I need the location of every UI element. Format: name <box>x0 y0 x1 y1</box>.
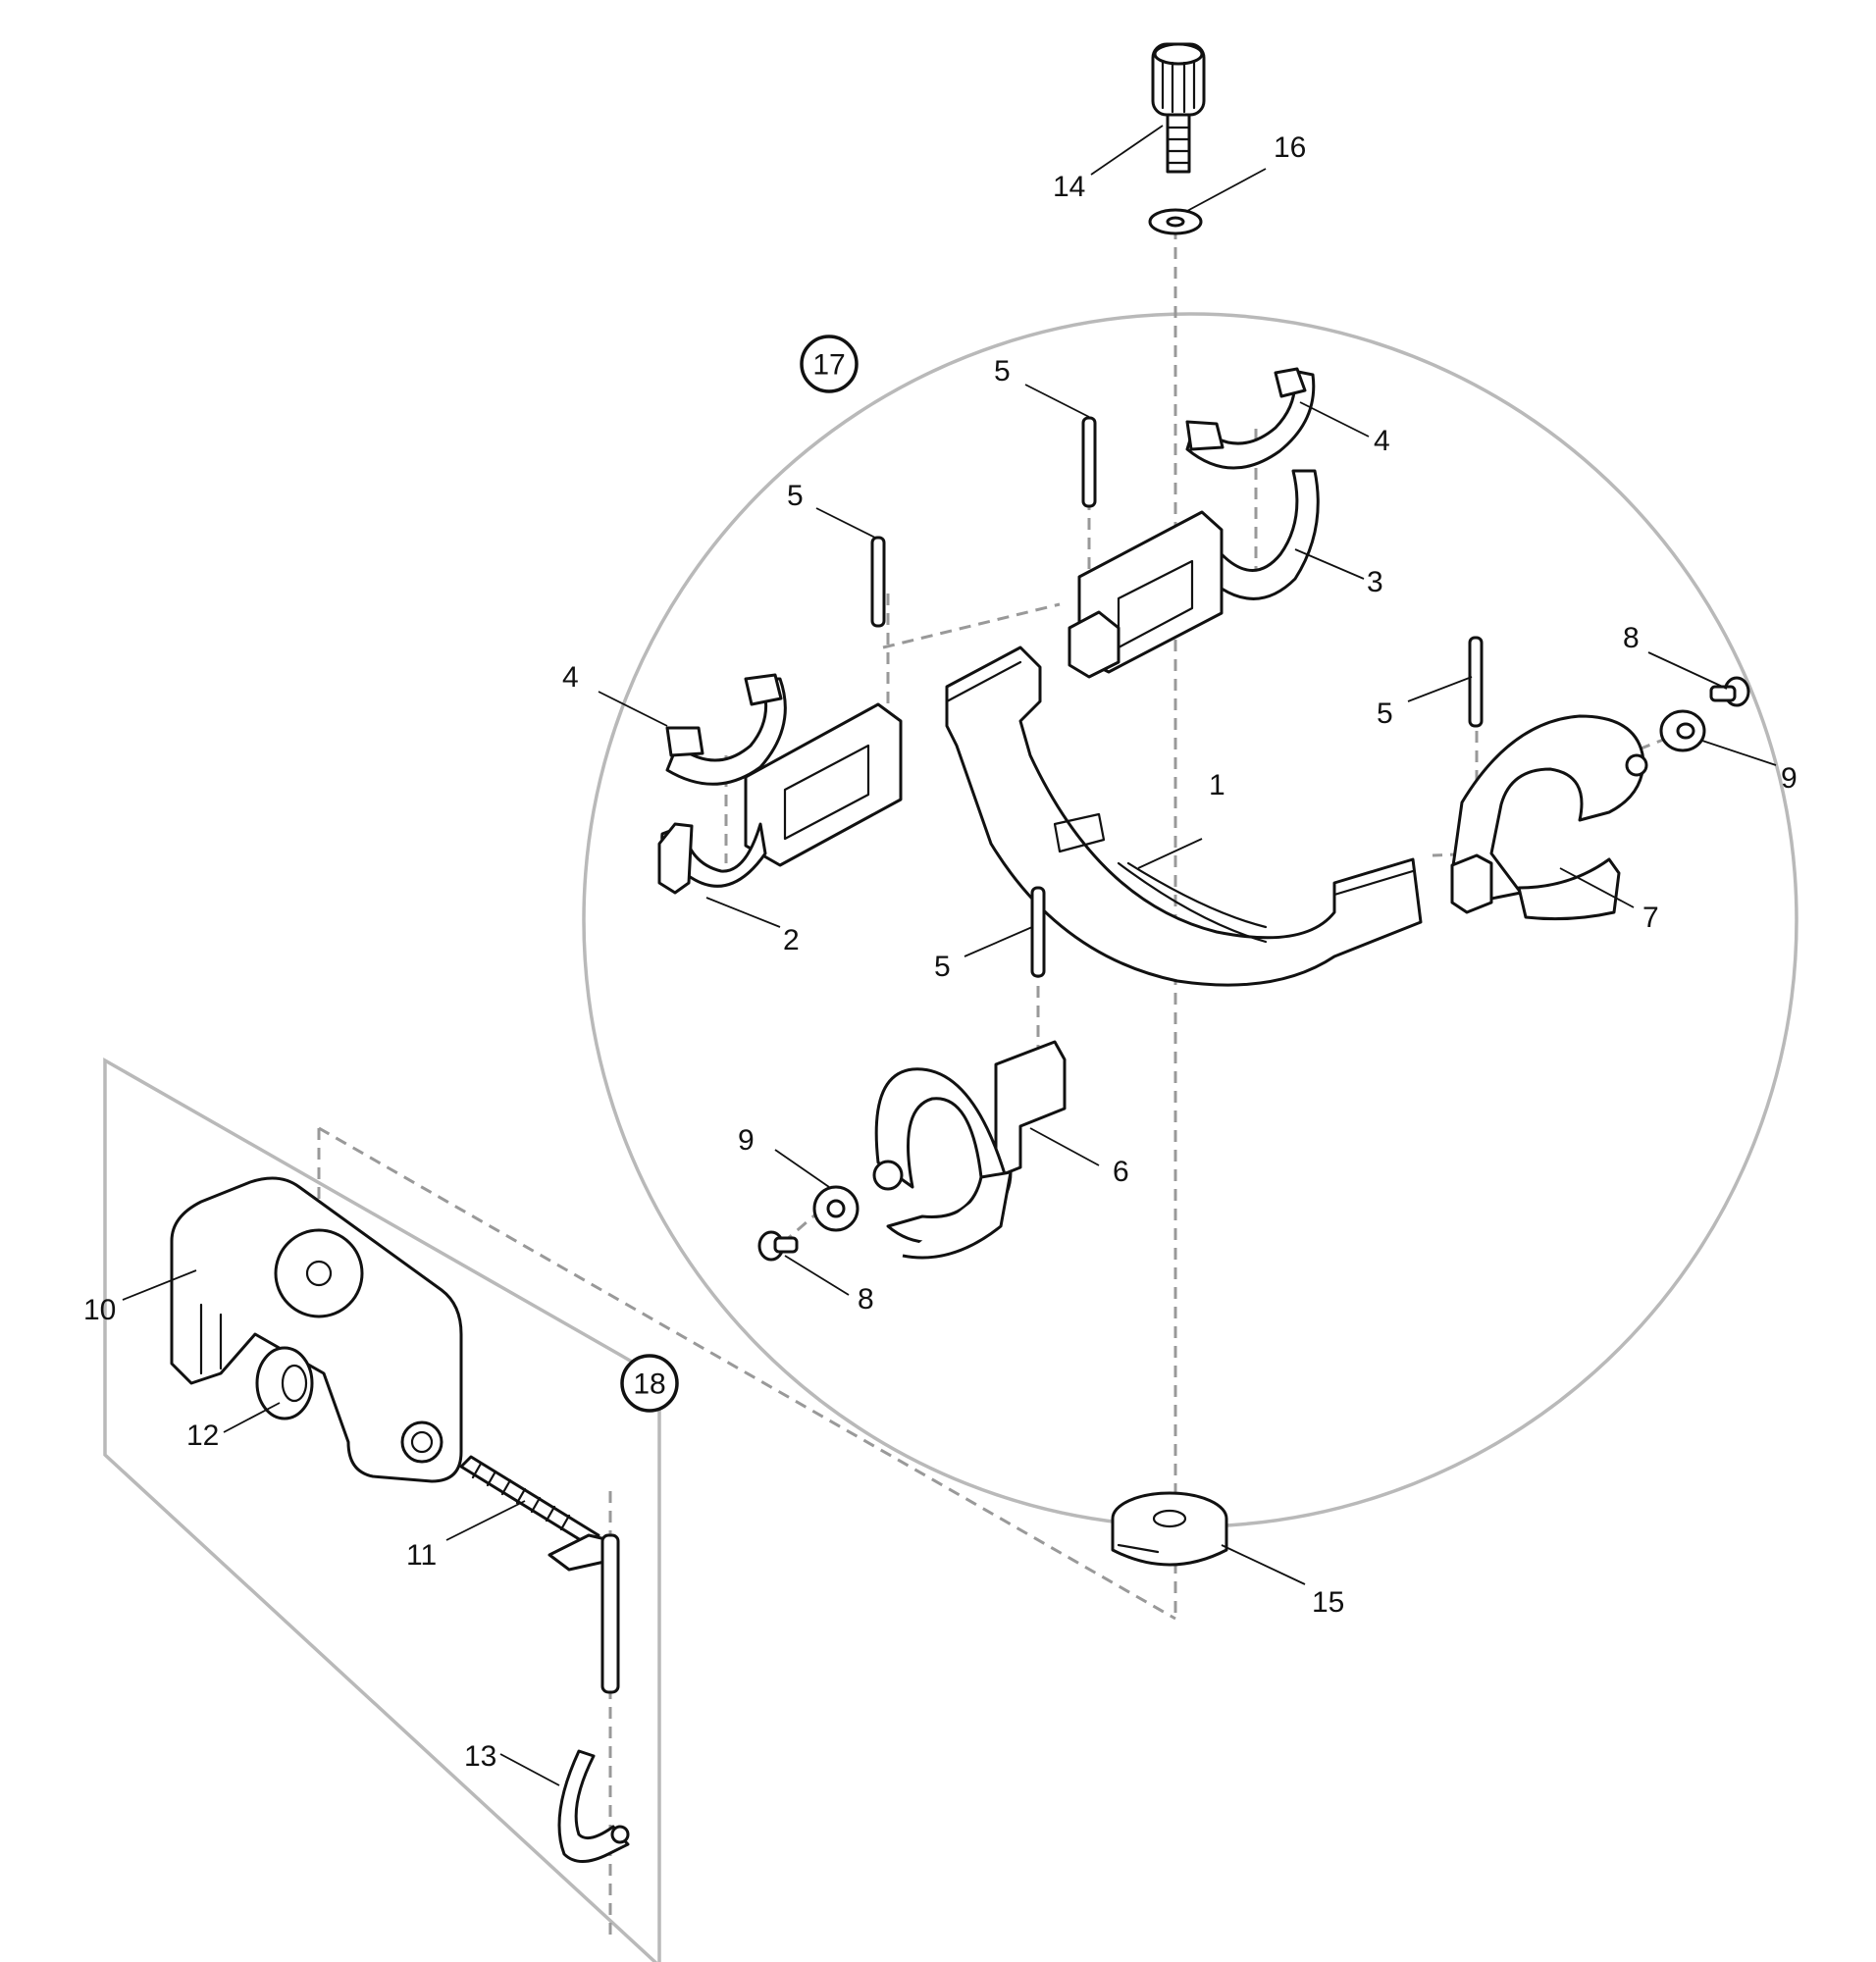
part-7-clamp-right <box>1450 714 1648 921</box>
leader-lines <box>122 125 1777 1786</box>
callout-5: 5 <box>934 951 951 983</box>
callout-3: 3 <box>1367 566 1383 598</box>
callout-5: 5 <box>1377 697 1393 730</box>
callout-4: 4 <box>562 661 579 694</box>
callout-5: 5 <box>994 355 1011 387</box>
part-9-washer-left <box>812 1185 860 1232</box>
callout-4: 4 <box>1374 425 1390 457</box>
part-12-roller <box>255 1346 314 1420</box>
assembly-axes <box>317 228 1669 1937</box>
assembly-17-marker: 17 <box>800 335 859 393</box>
callout-14: 14 <box>1053 171 1085 203</box>
callout-2: 2 <box>783 924 800 956</box>
callout-5: 5 <box>787 480 804 512</box>
part-2-arm-left <box>657 702 903 895</box>
callout-6: 6 <box>1113 1156 1129 1188</box>
part-11-spindle <box>459 1455 620 1572</box>
part-15-base-puck <box>1111 1491 1228 1567</box>
callout-9: 9 <box>1781 762 1798 795</box>
assembly-18-boundary <box>103 1057 661 1962</box>
callout-12: 12 <box>186 1420 219 1452</box>
part-8-pin-right <box>1709 676 1750 707</box>
callout-8: 8 <box>1623 622 1640 654</box>
part-6-clamp-lower <box>872 1040 1067 1260</box>
assembly-18-marker: 18 <box>620 1354 679 1413</box>
callout-13: 13 <box>464 1740 496 1773</box>
callout-9: 9 <box>738 1124 755 1157</box>
part-5-pins <box>870 416 1484 978</box>
callout-8: 8 <box>858 1283 874 1316</box>
part-13-spring-clip <box>557 1749 630 1863</box>
part-3-arm-upper <box>1068 469 1320 679</box>
callout-labels: 1 2 3 4 4 5 5 5 5 6 7 8 8 9 9 10 11 12 1… <box>83 131 1798 1773</box>
part-4-insert-upper <box>1185 367 1316 470</box>
callout-15: 15 <box>1312 1586 1344 1619</box>
assembly-17-boundary <box>582 312 1798 1528</box>
callout-11: 11 <box>406 1539 437 1572</box>
part-4-insert-left <box>665 673 787 786</box>
part-11-handle-rod <box>600 1533 620 1694</box>
part-10-clamp-body <box>170 1176 463 1483</box>
callout-16: 16 <box>1274 131 1306 164</box>
assembly-17-label: 17 <box>812 349 845 382</box>
callout-7: 7 <box>1642 902 1659 934</box>
part-1-main-frame <box>945 645 1423 987</box>
callout-1: 1 <box>1209 769 1225 801</box>
part-16-washer <box>1148 208 1203 235</box>
part-9-washer-right <box>1659 709 1706 752</box>
part-14-thumb-screw <box>1151 42 1206 174</box>
callout-10: 10 <box>83 1294 116 1326</box>
part-8-pin-left <box>757 1230 799 1262</box>
assembly-18-label: 18 <box>633 1368 665 1401</box>
